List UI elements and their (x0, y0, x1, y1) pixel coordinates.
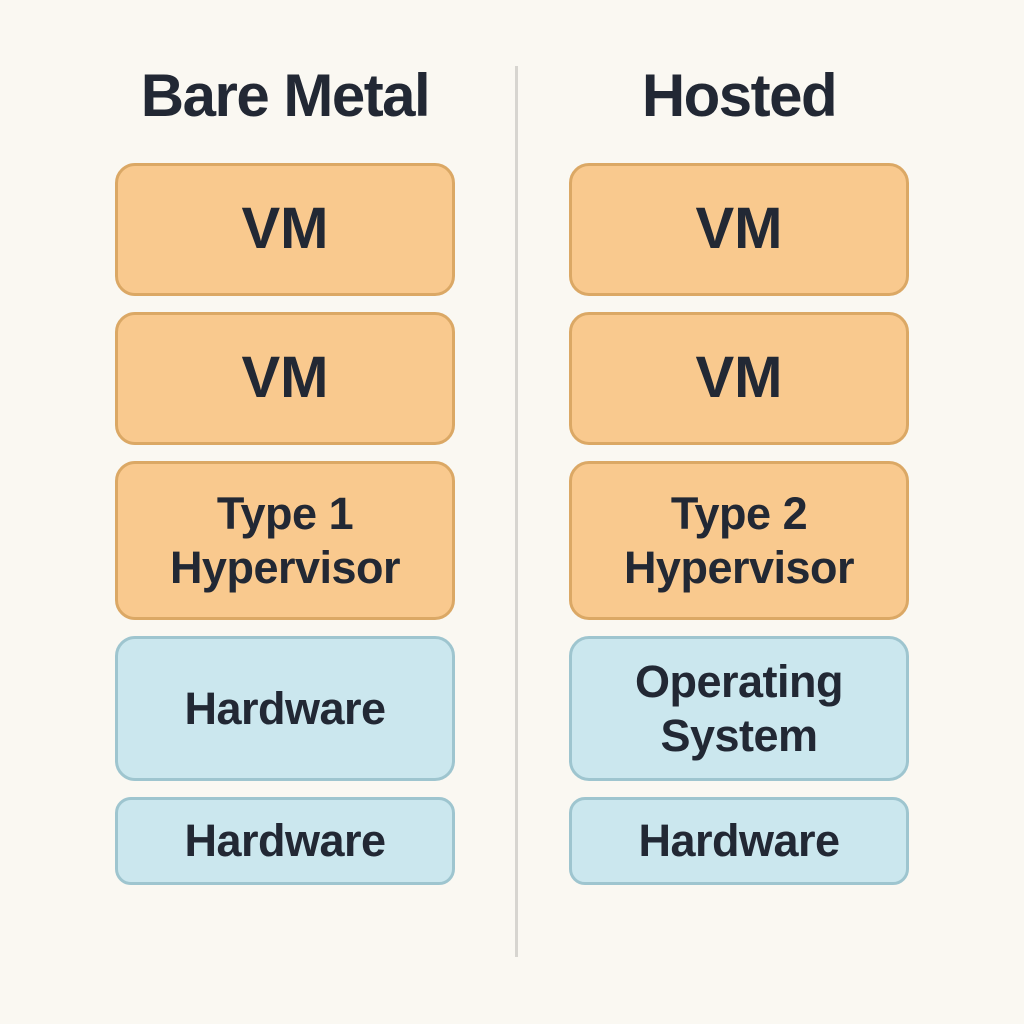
hosted-column-title: Hosted (641, 62, 838, 129)
vm-label: VM (695, 345, 783, 411)
hosted-vm-box-2: VM (569, 312, 909, 445)
column-divider (515, 66, 518, 957)
operating-system-label: Operating System (634, 656, 844, 761)
bare-metal-hardware-layer-box: Hardware (115, 636, 455, 781)
type-2-hypervisor-label: Type 2 Hypervisor (623, 488, 855, 593)
type-1-hypervisor-label: Type 1 Hypervisor (169, 488, 401, 593)
type-1-hypervisor-box: Type 1 Hypervisor (115, 461, 455, 620)
bare-metal-stack: VM VM Type 1 Hypervisor Hardware Hardwar… (115, 163, 455, 885)
hosted-stack: VM VM Type 2 Hypervisor Operating System… (569, 163, 909, 885)
hardware-label: Hardware (184, 815, 386, 867)
operating-system-box: Operating System (569, 636, 909, 781)
bare-metal-column-title: Bare Metal (140, 62, 431, 129)
type-2-hypervisor-box: Type 2 Hypervisor (569, 461, 909, 620)
vm-label: VM (241, 196, 329, 262)
vm-label: VM (695, 196, 783, 262)
hosted-hardware-base-box: Hardware (569, 797, 909, 885)
hosted-vm-box-1: VM (569, 163, 909, 296)
bare-metal-vm-box-1: VM (115, 163, 455, 296)
bare-metal-hardware-base-box: Hardware (115, 797, 455, 885)
hardware-label: Hardware (638, 815, 840, 867)
bare-metal-vm-box-2: VM (115, 312, 455, 445)
vm-label: VM (241, 345, 329, 411)
hardware-label: Hardware (184, 682, 386, 734)
